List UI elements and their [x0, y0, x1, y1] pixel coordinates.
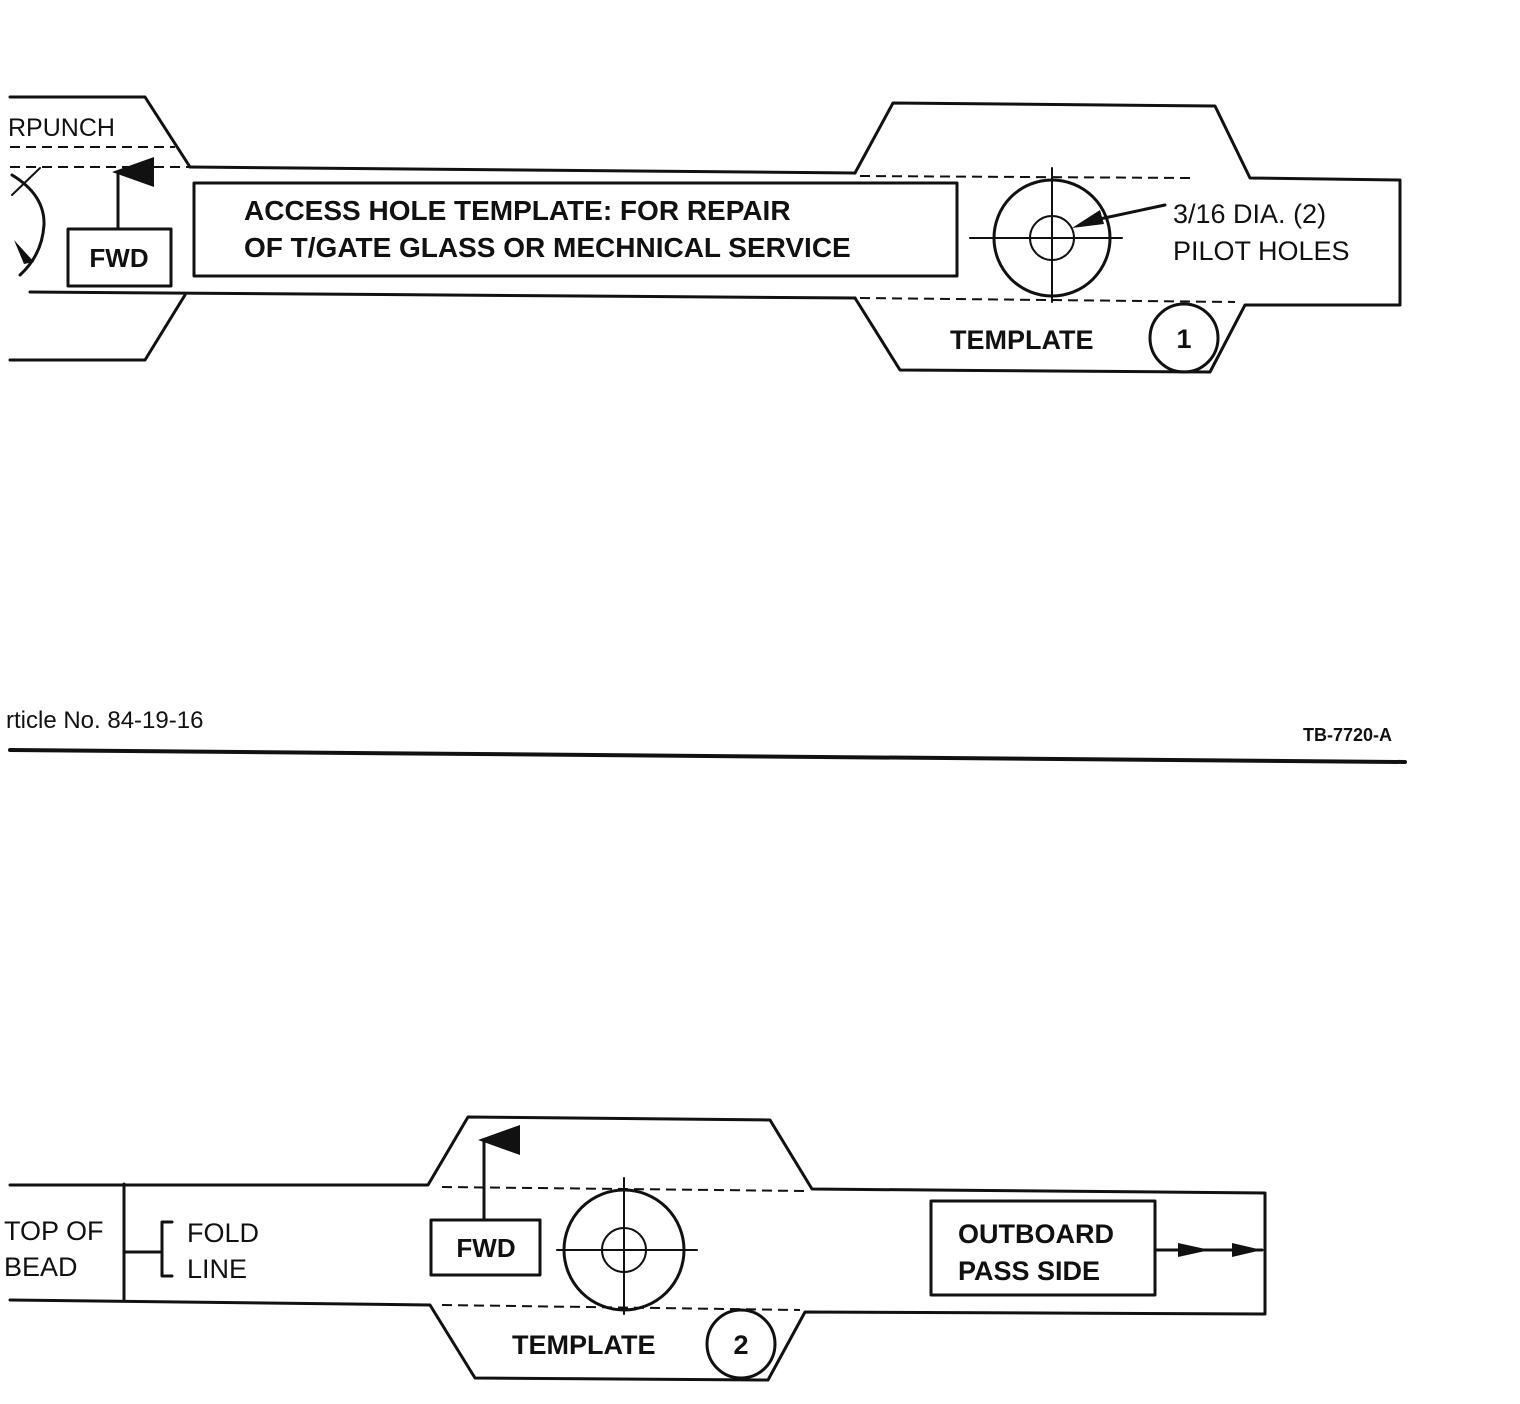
template-number-circle: [705, 1308, 777, 1380]
template-number: 1: [1176, 324, 1191, 354]
template-2: TOP OF BEAD FOLD LINE FWD OUTBOARD PASS …: [4, 1115, 1267, 1382]
article-label: rticle No. 84-19-16: [6, 707, 203, 734]
outboard-box: [929, 1199, 1157, 1297]
template-1: RPUNCH FWD ACCESS HOLE TEMPLATE: FOR REP…: [8, 95, 1402, 374]
strip-bottom-edge: [28, 290, 857, 300]
fwd-box: [66, 227, 173, 288]
outboard-arrow-head-icon: [1232, 1243, 1262, 1257]
callout-line-1: 3/16 DIA. (2): [1173, 199, 1326, 229]
template-label: TEMPLATE: [512, 1330, 656, 1360]
callout-leader-line: [1093, 203, 1167, 222]
strip-top-edge: [188, 165, 857, 175]
left-tab-bottom-edge: [8, 293, 187, 362]
title-line-1: ACCESS HOLE TEMPLATE: FOR REPAIR: [244, 195, 791, 226]
callout-line-2: PILOT HOLES: [1173, 236, 1350, 266]
top-bead-line-1: TOP OF: [4, 1216, 104, 1246]
partial-circle-mark: [11, 167, 41, 196]
title-line-2: OF T/GATE GLASS OR MECHNICAL SERVICE: [244, 232, 851, 263]
template-number-circle: [1148, 302, 1220, 374]
figure-id: TB-7720-A: [1303, 725, 1392, 745]
fold-dash-bottom: [441, 1304, 801, 1311]
fwd-label: FWD: [456, 1233, 515, 1263]
fold-bracket-icon: [160, 1220, 174, 1278]
callout-arrow-icon: [1072, 210, 1104, 228]
fwd-label: FWD: [89, 243, 148, 273]
divider: rticle No. 84-19-16 TB-7720-A: [6, 707, 1407, 764]
fwd-box: [429, 1218, 542, 1277]
fold-dash-right-top: [859, 175, 1191, 179]
fold-line-1: FOLD: [187, 1218, 259, 1248]
cut-label: RPUNCH: [8, 114, 115, 142]
top-bead-line-2: BEAD: [4, 1252, 78, 1282]
fold-dash-right-bottom: [859, 297, 1236, 303]
right-tab-outline: [853, 101, 1402, 374]
template-outline: [8, 1115, 1267, 1382]
fold-line-2: LINE: [187, 1254, 247, 1284]
outboard-line-1: OUTBOARD: [958, 1219, 1114, 1249]
outboard-line-2: PASS SIDE: [958, 1256, 1100, 1286]
template-number: 2: [733, 1330, 748, 1360]
template-label: TEMPLATE: [950, 325, 1094, 355]
title-box: [192, 181, 959, 278]
outboard-arrow-icon: [1178, 1243, 1210, 1257]
partial-circle-arrow-icon: [14, 240, 34, 264]
left-tab-top-edge: [8, 95, 192, 169]
divider-rule: [8, 748, 1407, 764]
